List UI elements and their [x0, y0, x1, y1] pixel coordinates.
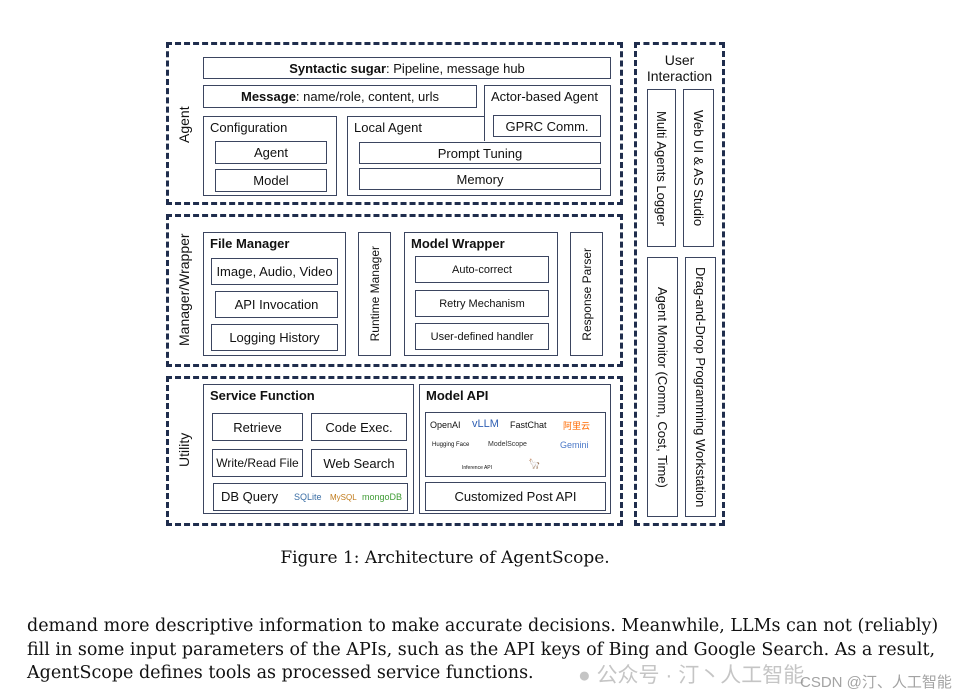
configuration-title: Configuration [210, 120, 288, 135]
api-invocation-box: API Invocation [215, 291, 338, 318]
logging-history-box: Logging History [211, 324, 338, 351]
mysql-logo: MySQL [330, 493, 357, 502]
config-agent-box: Agent [215, 141, 327, 164]
manager-wrapper-layer [166, 214, 623, 367]
db-query-box: DB Query SQLite MySQL mongoDB [213, 483, 408, 511]
inference-api-logo: Inference API [462, 465, 493, 471]
syntactic-sugar-desc: : Pipeline, message hub [386, 60, 525, 76]
wechat-watermark-text: 公众号 · 汀丶人工智能 [596, 664, 805, 687]
web-search-box: Web Search [311, 449, 407, 477]
user-interaction-label: User Interaction [646, 52, 713, 84]
agent-layer [166, 42, 623, 205]
sqlite-logo: SQLite [294, 492, 322, 502]
model-wrapper-title: Model Wrapper [411, 236, 505, 251]
body-line: AgentScope defines tools as processed se… [27, 663, 534, 683]
runtime-manager-box: Runtime Manager [358, 232, 391, 356]
manager-wrapper-label: Manager/Wrapper [176, 233, 192, 347]
multi-agents-logger-label: Multi Agents Logger [654, 110, 669, 226]
drag-drop-workstation-label: Drag-and-Drop Programming Workstation [693, 266, 708, 508]
llama-icon: 🦙 [528, 459, 541, 470]
vllm-logo: vLLM [472, 418, 499, 430]
drag-drop-workstation-box: Drag-and-Drop Programming Workstation [685, 257, 716, 517]
agent-monitor-label: Agent Monitor (Comm, Cost, Time) [655, 286, 670, 488]
image-audio-video-box: Image, Audio, Video [211, 258, 338, 285]
aliyun-logo: 阿里云 [563, 421, 591, 431]
prompt-tuning-box: Prompt Tuning [359, 142, 601, 164]
config-model-box: Model [215, 169, 327, 192]
wechat-icon: ● [578, 664, 591, 687]
actor-based-agent-title: Actor-based Agent [491, 89, 598, 104]
response-parser-box: Response Parser [570, 232, 603, 356]
figure-caption: Figure 1: Architecture of AgentScope. [280, 548, 610, 568]
hugging-face-logo: Hugging Face [432, 442, 470, 448]
gemini-logo: Gemini [560, 440, 589, 450]
write-read-file-box: Write/Read File [212, 449, 303, 477]
user-interaction-layer [634, 42, 725, 526]
body-line: fill in some input parameters of the API… [27, 639, 936, 660]
agent-monitor-box: Agent Monitor (Comm, Cost, Time) [647, 257, 678, 517]
csdn-watermark: CSDN @汀、人工智能 [800, 674, 952, 691]
message-title: Message [241, 89, 296, 104]
retry-mechanism-box: Retry Mechanism [415, 290, 549, 317]
modelscope-logo: ModelScope [488, 441, 527, 448]
code-exec-box: Code Exec. [311, 413, 407, 441]
db-query-label: DB Query [221, 489, 279, 504]
web-ui-studio-label: Web UI & AS Studio [691, 109, 706, 227]
retrieve-box: Retrieve [212, 413, 303, 441]
api-logos-box: OpenAI vLLM FastChat 阿里云 Hugging Face Mo… [425, 412, 606, 477]
agent-layer-label: Agent [176, 106, 192, 144]
file-manager-title: File Manager [210, 236, 290, 251]
mongodb-logo: mongoDB [362, 492, 403, 502]
multi-agents-logger-box: Multi Agents Logger [647, 89, 676, 247]
response-parser-label: Response Parser [579, 247, 594, 341]
web-ui-studio-box: Web UI & AS Studio [683, 89, 714, 247]
user-defined-handler-box: User-defined handler [415, 323, 549, 350]
memory-box: Memory [359, 168, 601, 190]
service-function-title: Service Function [210, 388, 315, 403]
syntactic-sugar-title: Syntactic sugar [289, 60, 387, 76]
message-box: Message: name/role, content, urls [203, 85, 477, 108]
utility-label: Utility [176, 432, 192, 468]
syntactic-sugar-box: Syntactic sugar: Pipeline, message hub [203, 57, 611, 79]
gprc-comm-box: GPRC Comm. [493, 115, 601, 137]
customized-post-api-box: Customized Post API [425, 482, 606, 511]
message-desc: : name/role, content, urls [295, 89, 439, 104]
fastchat-logo: FastChat [510, 420, 547, 430]
local-agent-title: Local Agent [354, 120, 422, 135]
body-paragraph: demand more descriptive information to m… [27, 615, 938, 686]
openai-logo: OpenAI [430, 420, 461, 430]
wechat-watermark: ● 公众号 · 汀丶人工智能 [578, 664, 804, 688]
model-api-title: Model API [426, 388, 489, 403]
auto-correct-box: Auto-correct [415, 256, 549, 283]
runtime-manager-label: Runtime Manager [367, 246, 382, 342]
utility-layer [166, 376, 623, 526]
body-line: demand more descriptive information to m… [27, 616, 939, 636]
